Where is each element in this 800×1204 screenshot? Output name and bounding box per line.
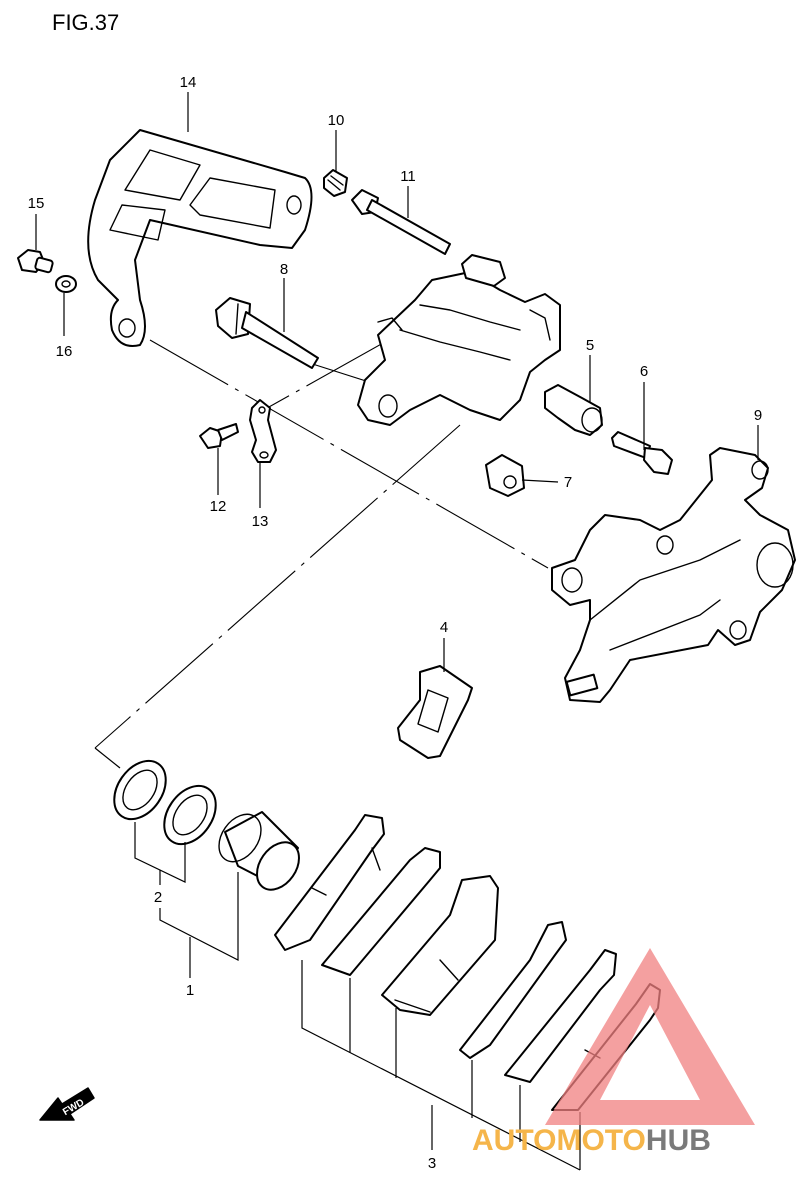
part-10-plug xyxy=(323,169,348,197)
part-11-pin xyxy=(351,189,451,255)
callout-4: 4 xyxy=(440,619,448,636)
callout-15: 15 xyxy=(28,195,45,212)
callout-5: 5 xyxy=(586,337,594,354)
callout-7: 7 xyxy=(564,474,572,491)
callout-12: 12 xyxy=(210,498,227,515)
watermark-text-b: HUB xyxy=(646,1124,711,1157)
part-16-washer xyxy=(55,275,77,293)
part-8-slide-pin xyxy=(215,297,319,369)
callout-2: 2 xyxy=(154,889,162,906)
callout-3: 3 xyxy=(428,1155,436,1172)
part-7-nut xyxy=(485,454,525,497)
part-1-piston xyxy=(218,811,300,891)
part-9-support-bracket xyxy=(551,447,796,703)
part-2-seals xyxy=(113,759,217,846)
callout-13: 13 xyxy=(252,513,269,530)
part-13-clip xyxy=(249,399,277,463)
callout-14: 14 xyxy=(180,74,197,91)
watermark-text: AUTOMOTOHUB xyxy=(472,1124,711,1157)
callout-10: 10 xyxy=(328,112,345,129)
fwd-label: FWD xyxy=(61,1097,86,1118)
callout-16: 16 xyxy=(56,343,73,360)
callout-numbers: 1 2 3 4 5 6 7 8 9 10 11 12 13 14 15 16 xyxy=(28,74,763,1172)
part-6-pin xyxy=(611,431,673,475)
watermark-triangle-icon xyxy=(545,948,755,1125)
watermark-text-a: AUTOMOTO xyxy=(472,1124,646,1157)
part-14-bracket xyxy=(87,129,313,347)
caliper-body xyxy=(357,254,561,426)
figure-title: FIG.37 xyxy=(52,10,119,35)
part-15-bolt xyxy=(17,249,54,274)
leader-lines xyxy=(35,92,759,1171)
watermark-logo: AUTOMOTOHUB xyxy=(472,948,755,1157)
assembly-guide-lines xyxy=(94,339,549,769)
part-4-spring xyxy=(397,665,473,759)
callout-1: 1 xyxy=(186,982,194,999)
fwd-arrow: FWD xyxy=(39,1087,95,1121)
callout-6: 6 xyxy=(640,363,648,380)
callout-11: 11 xyxy=(400,168,416,185)
part-12-bleeder xyxy=(199,423,239,449)
callout-8: 8 xyxy=(280,261,288,278)
part-5-bushing xyxy=(544,384,603,436)
callout-9: 9 xyxy=(754,407,762,424)
